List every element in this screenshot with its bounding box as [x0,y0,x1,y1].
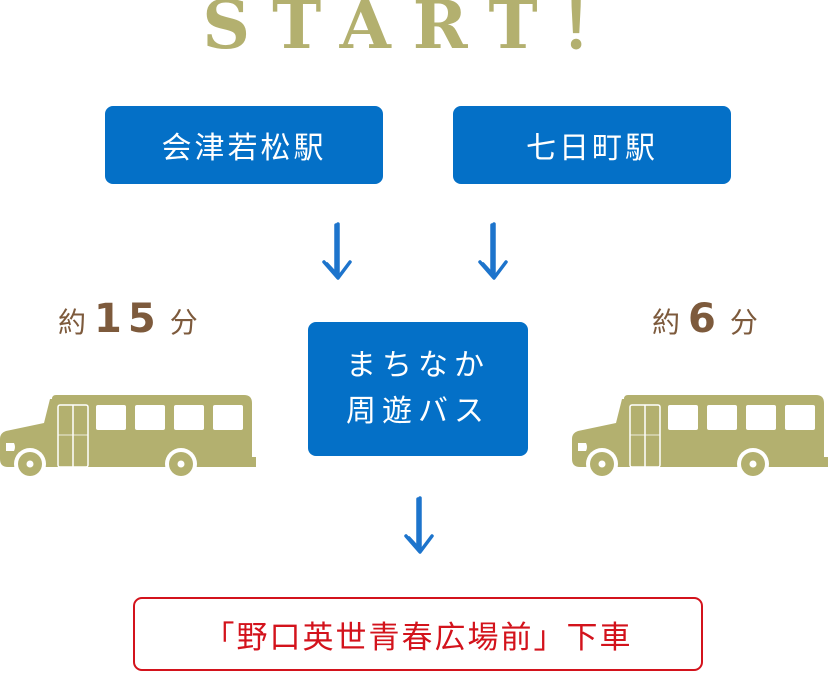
down-arrow-icon [478,222,508,280]
bus-icon [0,395,256,477]
time-prefix: 約 [652,306,681,339]
station-aizuwakamatsu: 会津若松駅 [105,106,383,184]
start-title: START！ [202,0,648,64]
travel-time-aizuwakamatsu: 約 15 分 [58,296,198,342]
travel-time-nanokamachi: 約 6 分 [652,296,758,342]
bus-icon [572,395,828,477]
machinaka-bus-box: まちなか 周遊バス [308,322,528,456]
bus-name-line1: まちなか [346,348,490,383]
time-minutes: 6 [688,296,722,342]
time-unit: 分 [729,306,758,339]
time-prefix: 約 [58,306,87,339]
destination-box: 「野口英世青春広場前」下車 [133,597,703,671]
station-label: 七日町駅 [526,131,658,166]
station-nanokamachi: 七日町駅 [453,106,731,184]
station-label: 会津若松駅 [161,131,327,166]
down-arrow-icon [404,496,434,554]
bus-name-line2: 周遊バス [346,394,490,429]
time-minutes: 15 [94,296,162,342]
time-unit: 分 [169,306,198,339]
down-arrow-icon [322,222,352,280]
destination-label: 「野口英世青春広場前」下車 [203,619,633,656]
